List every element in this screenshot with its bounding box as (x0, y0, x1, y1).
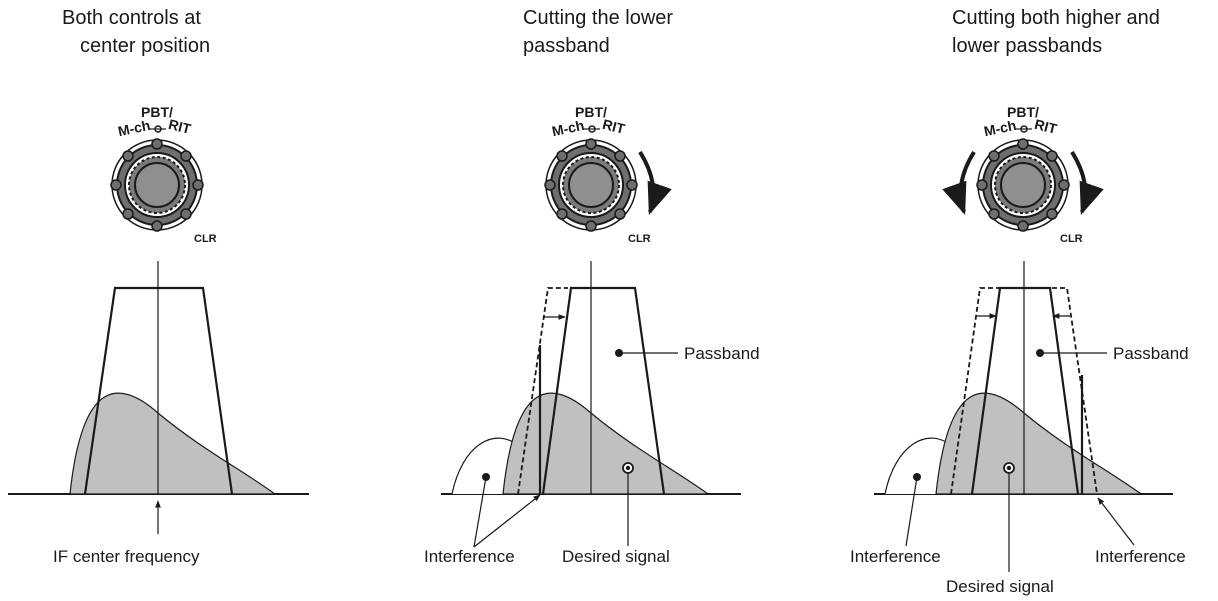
knob-label-mch: M-ch (550, 117, 585, 139)
passband-trapezoid (541, 286, 666, 495)
desired-signal-callout (1003, 462, 1015, 572)
panel-title-line1: Both controls at (62, 7, 201, 29)
panel-title-line1: Cutting the lower (523, 7, 673, 29)
knob-label-pbt: PBT/ (1007, 104, 1039, 120)
panel-cut-both: Cutting both higher and lower passbands … (850, 7, 1189, 596)
knob-label-clr: CLR (628, 233, 651, 245)
if-center-frequency-label: IF center frequency (53, 547, 200, 566)
passband-trapezoid (970, 286, 1080, 495)
knob-label-pbt: PBT/ (575, 104, 607, 120)
desired-signal-callout (622, 462, 634, 546)
panel-title-line2: lower passbands (952, 35, 1102, 57)
clockwise-rotation-arrow (1070, 150, 1104, 216)
original-passband-dashed (517, 287, 568, 495)
knob-label-mch: M-ch (116, 117, 151, 139)
interference-left-label: Interference (850, 547, 941, 566)
interference-label: Interference (424, 547, 515, 566)
panel-center-position: Both controls at center position PBT/ M-… (8, 7, 309, 566)
panel-title-line1: Cutting both higher and (952, 7, 1160, 29)
passband-callout (615, 349, 678, 357)
knob-mode-icon (150, 125, 166, 133)
knob-label-clr: CLR (194, 233, 217, 245)
clockwise-rotation-arrow (638, 150, 672, 216)
knob-label-rit: RIT (1033, 116, 1059, 137)
knob-mode-icon (1016, 125, 1032, 133)
interference-right-label: Interference (1095, 547, 1186, 566)
passband-callout (1036, 349, 1107, 357)
knob-mode-icon (584, 125, 600, 133)
desired-signal-curve (69, 392, 277, 495)
panel-title-line2: center position (80, 35, 210, 57)
interference-callout (473, 473, 541, 548)
desired-signal-curve (935, 392, 1143, 495)
counterclockwise-rotation-arrow (942, 150, 976, 216)
knob-label-clr: CLR (1060, 233, 1083, 245)
panel-cut-lower: Cutting the lower passband PBT/ M-ch RIT… (424, 7, 760, 566)
desired-signal-label: Desired signal (562, 547, 670, 566)
desired-signal-curve (502, 392, 710, 495)
passband-trapezoid (83, 286, 234, 495)
knob-label-rit: RIT (167, 116, 193, 137)
interference-left-callout (905, 473, 921, 547)
pbt-knob (110, 138, 204, 232)
desired-signal-label: Desired signal (946, 577, 1054, 596)
passband-label: Passband (1113, 344, 1189, 363)
pbt-knob (976, 138, 1070, 232)
interference-right-callout (1097, 497, 1135, 546)
knob-label-rit: RIT (601, 116, 627, 137)
knob-label-mch: M-ch (982, 117, 1017, 139)
panel-title-line2: passband (523, 35, 610, 57)
passband-label: Passband (684, 344, 760, 363)
knob-label-pbt: PBT/ (141, 104, 173, 120)
pbt-knob (544, 138, 638, 232)
